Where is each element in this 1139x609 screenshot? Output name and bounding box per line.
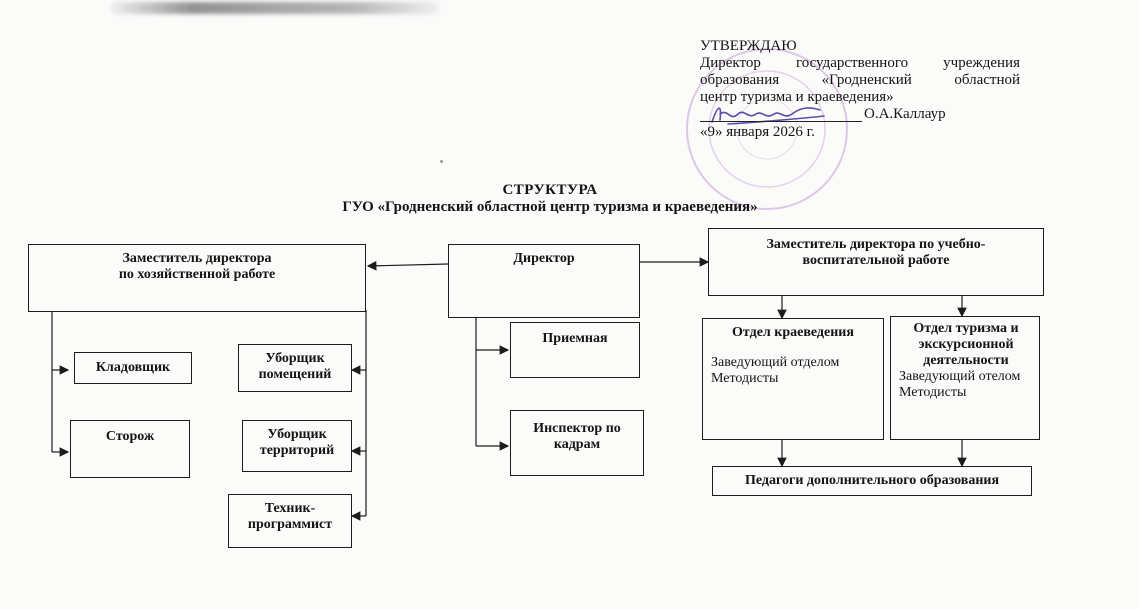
technician-line1: Техник- — [264, 501, 316, 516]
hr-inspector-line1: Инспектор по — [533, 421, 621, 436]
dept-tourism-line1: Заведующий отелом — [899, 369, 1021, 384]
storekeeper-label: Кладовщик — [95, 360, 171, 375]
dept-tourism-title3: деятельности — [923, 353, 1009, 368]
technician-line2: программист — [247, 517, 333, 532]
dept-local-history-title: Отдел краеведения — [732, 325, 854, 340]
box-watchman: Сторож — [70, 420, 190, 478]
approval-heading: УТВЕРЖДАЮ — [700, 38, 797, 54]
cleaner-territory-line1: Уборщик — [267, 427, 327, 442]
box-director: Директор — [448, 244, 640, 318]
deputy-household-line2: по хозяйственной работе — [118, 267, 276, 282]
signer-name: О.А.Каллаур — [864, 106, 946, 122]
box-dept-local-history: Отдел краеведения Заведующий отделом Мет… — [702, 318, 884, 440]
approval-block: УТВЕРЖДАЮ Директор государственного учре… — [700, 38, 1020, 141]
dept-local-history-line2: Методисты — [711, 371, 779, 386]
box-dept-tourism: Отдел туризма и экскурсионной деятельнос… — [890, 316, 1040, 440]
deputy-household-line1: Заместитель директора — [122, 251, 272, 266]
approval-position-line1: Директор государственного учреждения — [700, 55, 1020, 71]
cleaner-territory-line2: территорий — [259, 443, 335, 458]
deputy-education-line1: Заместитель директора по учебно- — [766, 237, 986, 252]
box-technician: Техник- программист — [228, 494, 352, 548]
box-deputy-education: Заместитель директора по учебно- воспита… — [708, 228, 1044, 296]
box-storekeeper: Кладовщик — [74, 352, 192, 384]
teachers-label: Педагоги дополнительного образования — [744, 473, 1000, 488]
box-deputy-household: Заместитель директора по хозяйственной р… — [28, 244, 366, 312]
title-main: СТРУКТУРА — [502, 182, 598, 198]
official-stamp — [686, 48, 848, 210]
scan-speck — [440, 160, 443, 163]
scan-shadow — [110, 2, 440, 14]
signature-line — [700, 121, 862, 122]
approval-date: «9» января 2026 г. — [700, 124, 815, 140]
signature-row: О.А.Каллаур — [700, 106, 1020, 125]
dept-local-history-line1: Заведующий отделом — [711, 355, 840, 370]
cleaner-rooms-line2: помещений — [258, 367, 332, 382]
reception-label: Приемная — [542, 331, 608, 346]
box-teachers: Педагоги дополнительного образования — [712, 466, 1032, 496]
box-hr-inspector: Инспектор по кадрам — [510, 410, 644, 476]
document-title: СТРУКТУРА ГУО «Гродненский областной цен… — [300, 182, 800, 216]
cleaner-rooms-line1: Уборщик — [265, 351, 325, 366]
handwritten-signature — [711, 107, 825, 125]
director-label: Директор — [513, 251, 575, 266]
approval-position-line3: центр туризма и краеведения» — [700, 89, 894, 105]
box-cleaner-territory: Уборщик территорий — [242, 420, 352, 472]
dept-tourism-line2: Методисты — [899, 385, 967, 400]
box-cleaner-rooms: Уборщик помещений — [238, 344, 352, 392]
dept-tourism-title1: Отдел туризма и — [913, 321, 1019, 336]
box-reception: Приемная — [510, 322, 640, 378]
watchman-label: Сторож — [105, 429, 155, 444]
deputy-education-line2: воспитательной работе — [802, 253, 950, 268]
approval-position-line2: образования «Гродненский областной — [700, 72, 1020, 88]
dept-tourism-title2: экскурсионной — [918, 337, 1014, 352]
hr-inspector-line2: кадрам — [553, 437, 601, 452]
title-subtitle: ГУО «Гродненский областной центр туризма… — [342, 199, 758, 215]
